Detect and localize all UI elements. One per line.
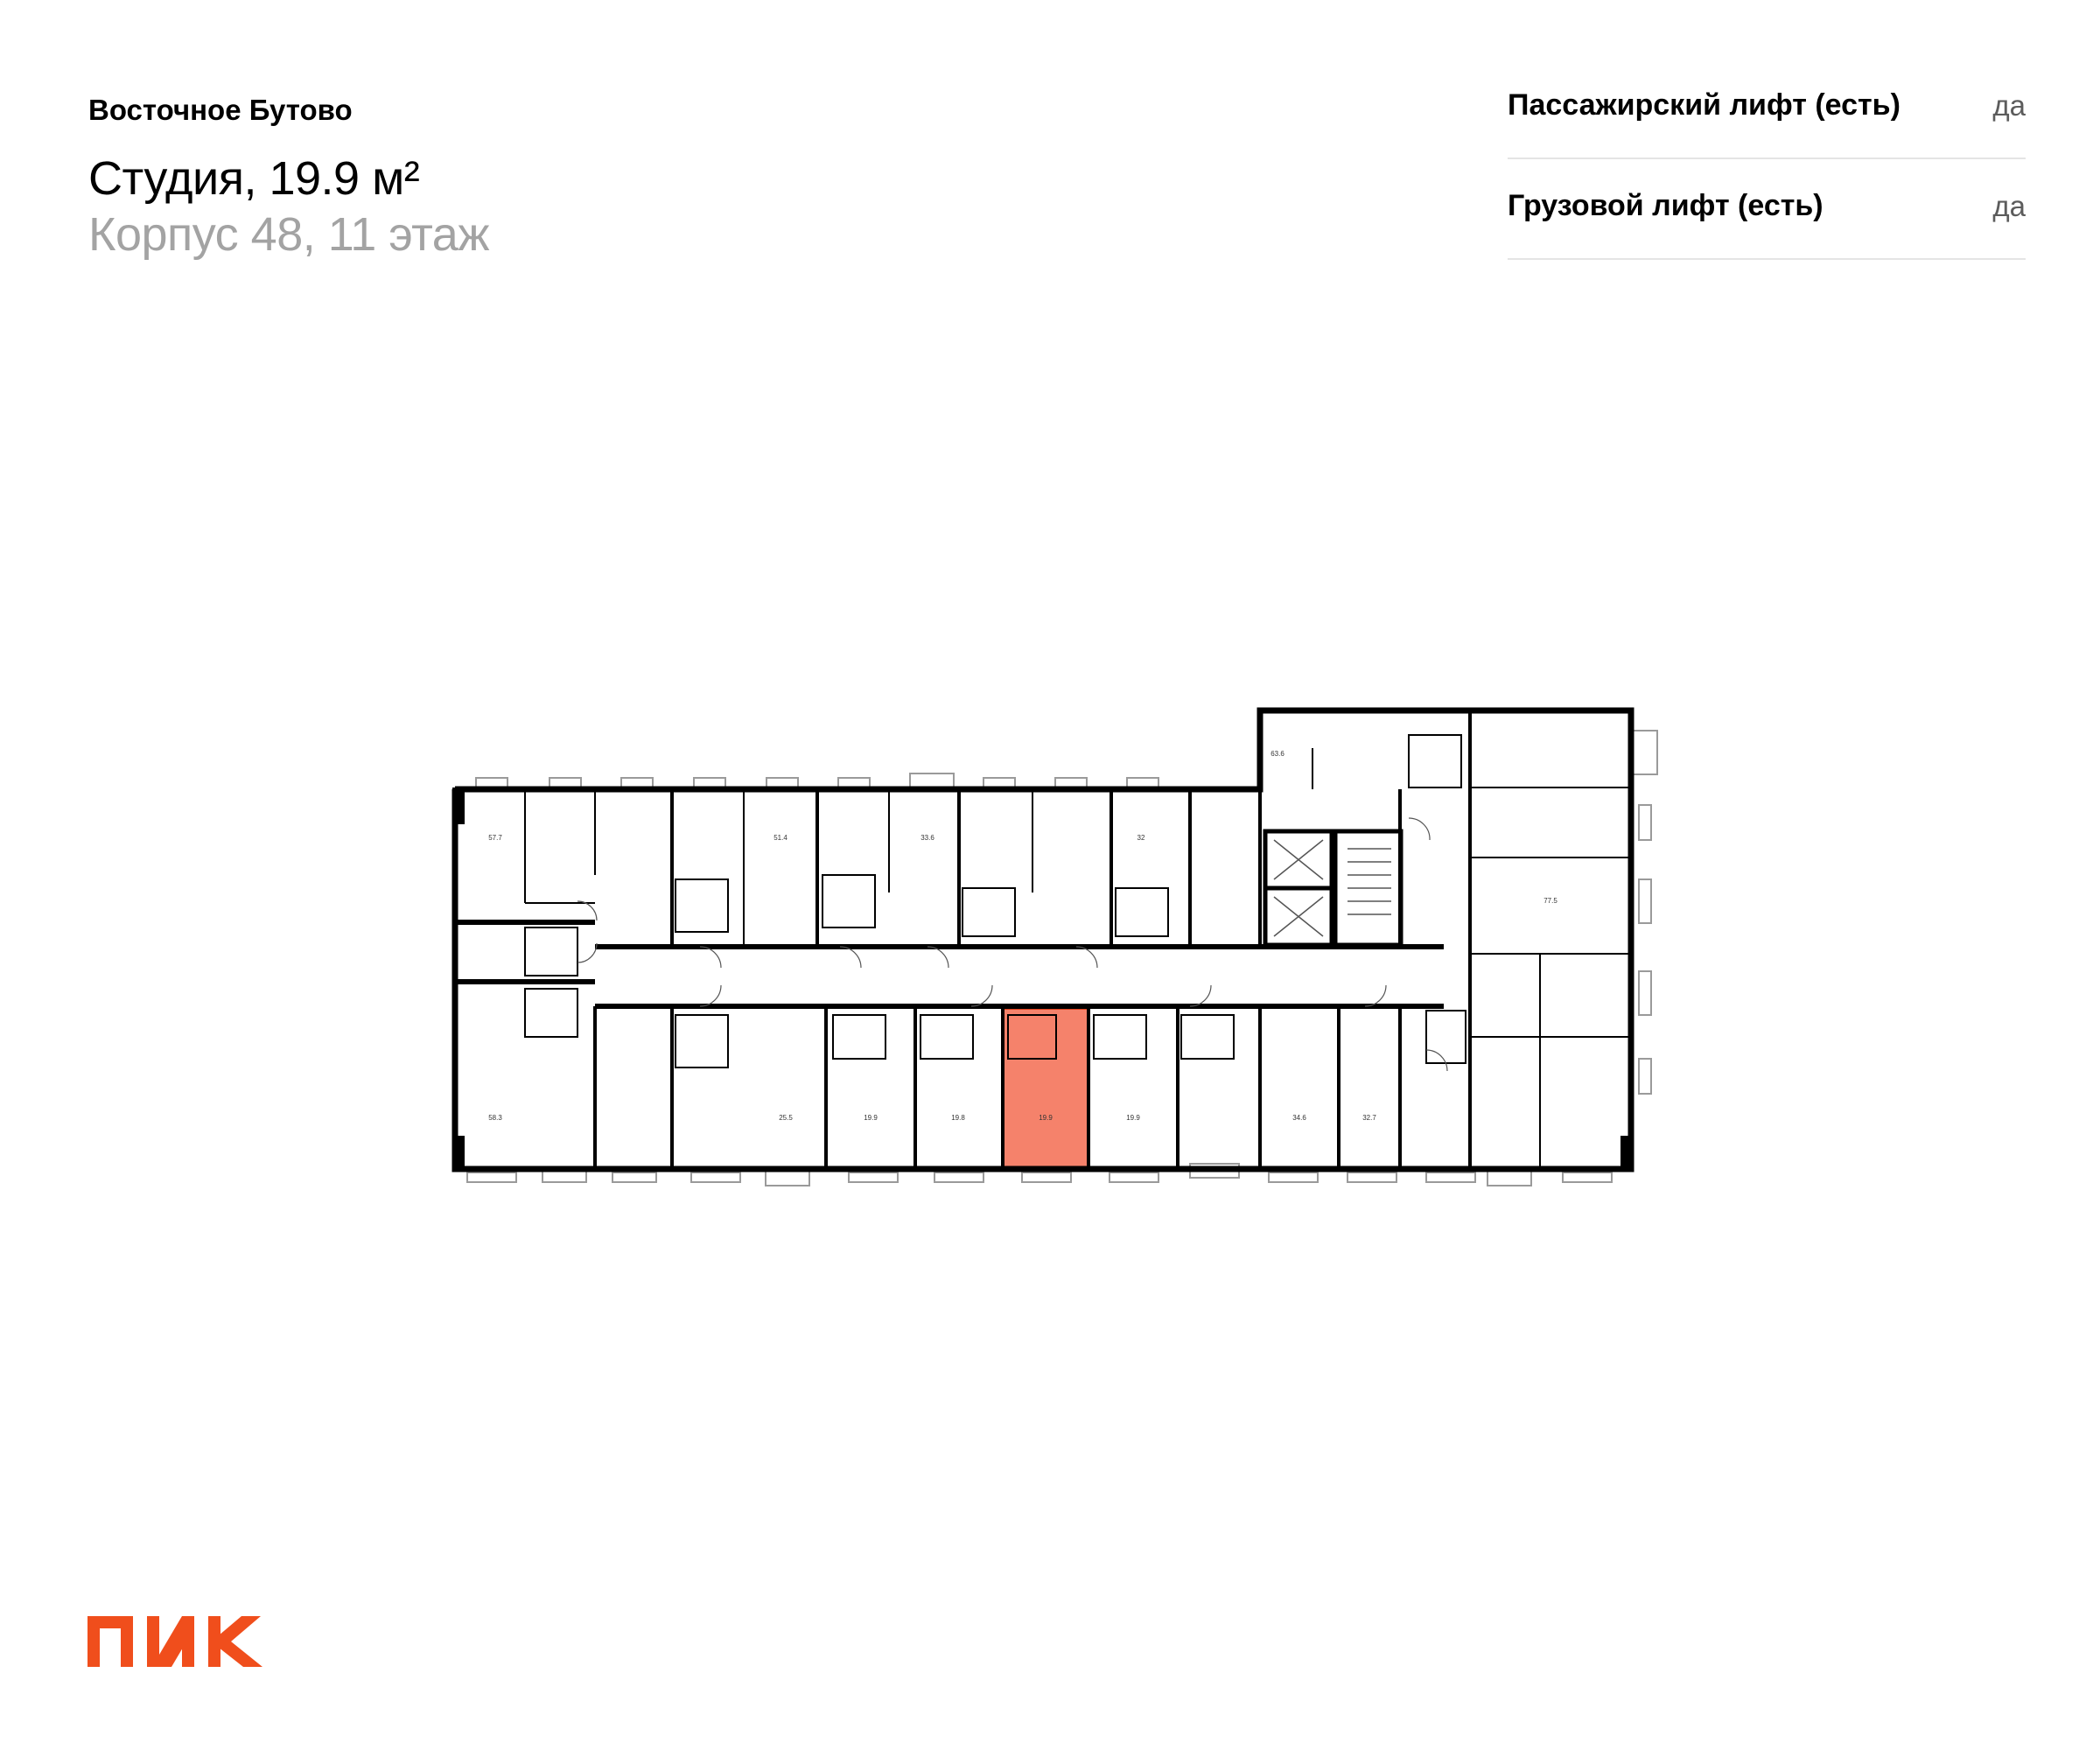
project-name: Восточное Бутово (88, 94, 353, 126)
corner-columns (452, 788, 1633, 1171)
floor-plan-drawing: 57.7 51.4 33.6 32 63.6 77.5 58.3 25.5 19… (452, 707, 1658, 1186)
unit-area-label: 19.9 (864, 1114, 878, 1122)
unit-area-label: 19.8 (951, 1114, 965, 1122)
header: Восточное Бутово Студия, 19.9 м² Корпус … (88, 88, 489, 262)
floor-plan: 57.7 51.4 33.6 32 63.6 77.5 58.3 25.5 19… (438, 700, 1662, 1190)
partitions-thin (524, 748, 1631, 1169)
unit-area-label: 19.9 (1126, 1114, 1140, 1122)
feature-value: да (1992, 189, 2026, 222)
pik-logo (88, 1616, 262, 1667)
unit-area-label: 25.5 (779, 1114, 793, 1122)
feature-value: да (1992, 88, 2026, 122)
unit-area-label: 63.6 (1270, 750, 1284, 758)
unit-area-label: 32.7 (1362, 1114, 1376, 1122)
elevator-core (1263, 829, 1404, 948)
feature-row-freight-lift: Грузовой лифт (есть) да (1508, 159, 2026, 260)
unit-area-label: 58.3 (488, 1114, 502, 1122)
feature-label: Грузовой лифт (есть) (1508, 189, 1824, 222)
unit-title: Студия, 19.9 м² (88, 152, 420, 205)
unit-area-label: 57.7 (488, 834, 502, 842)
feature-label: Пассажирский лифт (есть) (1508, 88, 1900, 122)
unit-subtitle: Корпус 48, 11 этаж (88, 208, 489, 261)
selected-unit-highlight[interactable] (1001, 1006, 1090, 1171)
elevator-shafts (1273, 839, 1391, 937)
corridor-walls (455, 920, 1444, 1009)
unit-area-label: 32 (1138, 834, 1145, 842)
unit-area-label: 51.4 (774, 834, 788, 842)
unit-area-label: 33.6 (920, 834, 934, 842)
features-list: Пассажирский лифт (есть) да Грузовой лиф… (1508, 59, 2026, 260)
unit-area-label: 34.6 (1292, 1114, 1306, 1122)
unit-area-label: 19.9 (1039, 1114, 1053, 1122)
door-swings (577, 817, 1448, 1072)
feature-row-passenger-lift: Пассажирский лифт (есть) да (1508, 59, 2026, 159)
unit-labels: 57.7 51.4 33.6 32 63.6 77.5 58.3 25.5 19… (488, 750, 1558, 1122)
partitions-bottom (593, 1006, 1402, 1169)
brand-logo (88, 1614, 267, 1673)
bathrooms (524, 734, 1466, 1068)
unit-area-label: 77.5 (1544, 897, 1558, 905)
